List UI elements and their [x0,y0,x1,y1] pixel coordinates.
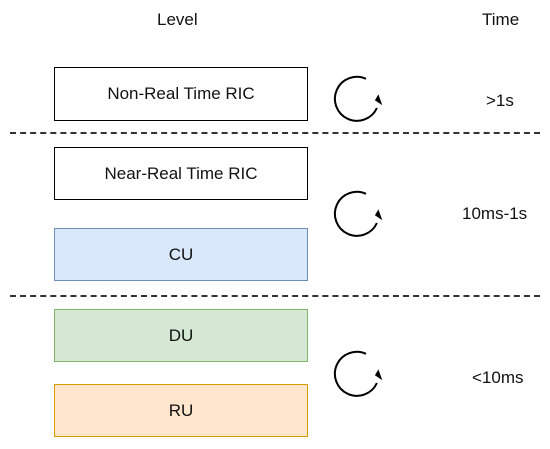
time-label-tier-2: 10ms-1s [462,204,528,223]
near-real-time-ric-label: Near-Real Time RIC [104,163,258,183]
cycle-arrow-icon [333,75,383,122]
ru-box: RU [54,384,308,437]
tier-divider-1 [10,132,540,134]
time-label-tier-3: <10ms [472,368,524,387]
du-label: DU [168,325,194,345]
near-real-time-ric-box: Near-Real Time RIC [54,147,308,200]
level-header: Level [157,10,198,29]
time-header: Time [482,10,520,29]
cycle-arrow-icon [333,190,383,237]
tier-divider-2 [10,295,540,297]
non-real-time-ric-box: Non-Real Time RIC [54,67,308,121]
time-label-tier-1: >1s [486,91,514,110]
du-box: DU [54,309,308,362]
cu-label: CU [168,244,194,264]
cycle-arrow-icon [333,350,383,397]
non-real-time-ric-label: Non-Real Time RIC [107,84,255,103]
ru-label: RU [168,400,194,420]
cu-box: CU [54,228,308,281]
